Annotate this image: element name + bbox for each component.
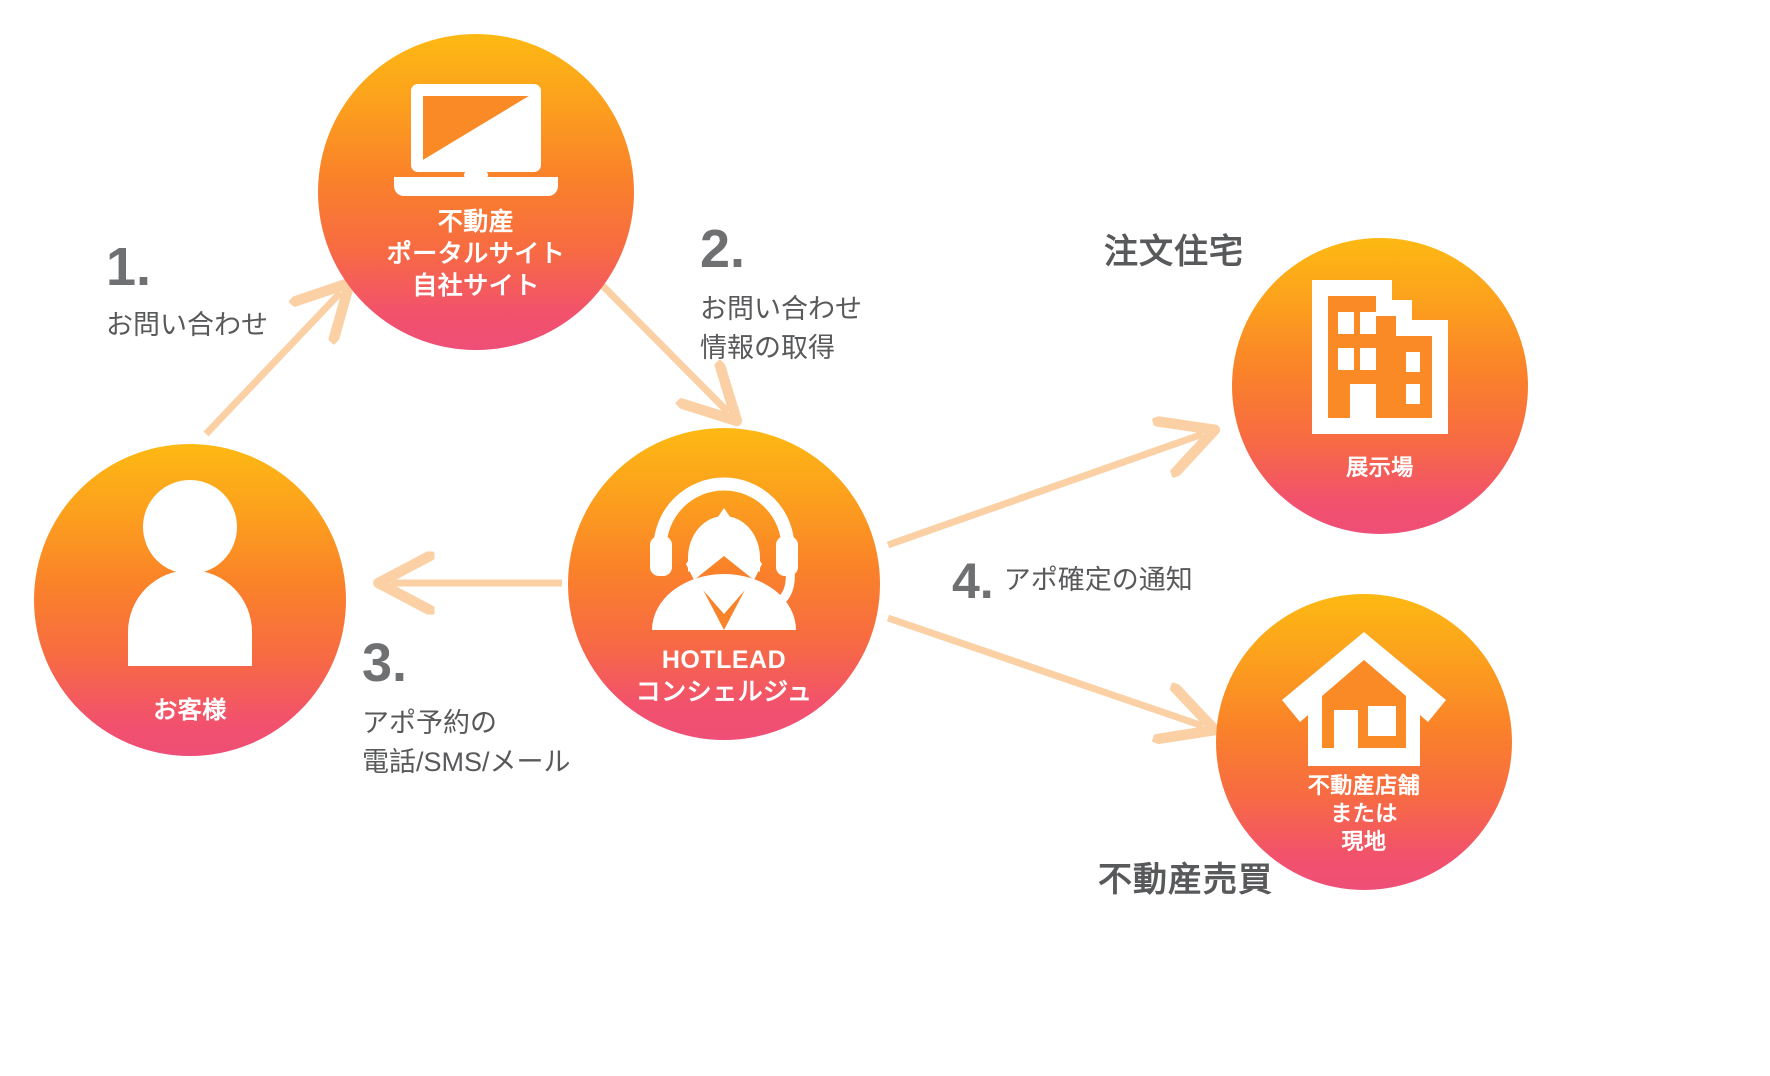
step-2-text: お問い合わせ 情報の取得 xyxy=(700,294,862,364)
house-icon xyxy=(1280,630,1448,766)
node-portal-site[interactable]: 不動産 ポータルサイト 自社サイト xyxy=(318,34,634,350)
caption-custom-home: 注文住宅 xyxy=(1104,233,1244,271)
step-3-text: アポ予約の 電話/SMS/メール xyxy=(362,708,571,778)
node-store[interactable]: 不動産店舗 または 現地 xyxy=(1216,594,1512,890)
headset-operator-icon xyxy=(638,462,810,630)
arrow-hotlead-to-store xyxy=(886,614,1203,726)
node-portal-site-label: 不動産 ポータルサイト 自社サイト xyxy=(386,208,566,300)
node-customer[interactable]: お客様 xyxy=(34,444,346,756)
step-4-text: アポ確定の通知 xyxy=(1003,564,1193,595)
step-4-number: 4. xyxy=(952,553,994,609)
step-4: 4. アポ確定の通知 xyxy=(952,556,1193,606)
node-hotlead-concierge[interactable]: HOTLEAD コンシェルジュ xyxy=(568,428,880,740)
person-icon xyxy=(115,480,265,666)
step-3: 3. アポ予約の 電話/SMS/メール xyxy=(362,636,571,782)
laptop-icon xyxy=(392,82,560,198)
node-store-label: 不動産店舗 または 現地 xyxy=(1307,773,1421,855)
step-2: 2. お問い合わせ 情報の取得 xyxy=(700,222,862,368)
step-2-number: 2. xyxy=(700,219,746,279)
node-showroom[interactable]: 展示場 xyxy=(1232,238,1528,534)
node-customer-label: お客様 xyxy=(153,697,227,724)
caption-real-estate-trade: 不動産売買 xyxy=(1098,861,1273,899)
step-3-number: 3. xyxy=(362,633,408,693)
office-building-icon xyxy=(1306,274,1454,434)
node-showroom-label: 展示場 xyxy=(1346,455,1414,480)
node-hotlead-label: HOTLEAD コンシェルジュ xyxy=(635,646,813,706)
arrow-hotlead-to-showroom xyxy=(886,434,1203,549)
step-1: 1. お問い合わせ xyxy=(106,240,268,345)
step-1-text: お問い合わせ xyxy=(106,310,268,340)
step-1-number: 1. xyxy=(106,237,152,297)
